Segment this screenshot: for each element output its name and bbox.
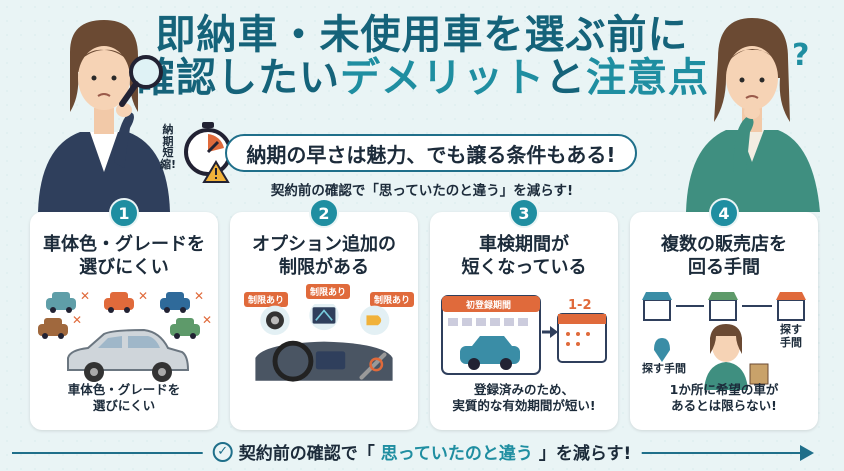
- worried-woman-illustration: [686, 18, 820, 212]
- question-mark: ?: [792, 38, 810, 73]
- card-2: 2 オプション追加の 制限がある 制限あり 制限あり 制限あり: [230, 198, 418, 430]
- card-caption: 車体色・グレードを 選びにくい: [67, 382, 181, 414]
- svg-text:✕: ✕: [72, 313, 82, 327]
- bottom-text-c: 」を減らす!: [538, 444, 632, 464]
- title-line-2: 確認したいデメリットと注意点: [0, 57, 844, 100]
- search-effort-label: 探す手間: [642, 362, 686, 375]
- stopwatch-icon: [184, 122, 232, 183]
- card-title: 複数の販売店を 回る手間: [661, 234, 787, 278]
- dealers-illustration: [642, 292, 806, 390]
- title-line-1: 即納車・未使用車を選ぶ前に: [155, 12, 689, 58]
- title-part-c: と: [545, 55, 586, 102]
- search-effort-label: 探す 手間: [780, 323, 802, 349]
- page-title: 即納車・未使用車を選ぶ前に 確認したいデメリットと注意点: [0, 12, 844, 100]
- restriction-tag: 制限あり: [244, 292, 289, 307]
- title-part-b: デメリット: [340, 55, 545, 102]
- thinking-woman-illustration: [38, 20, 170, 212]
- card-4: 4 複数の販売店を 回る手間 探す手間 探す 手間 1か所に希望の車が あるとは…: [630, 198, 818, 430]
- card-number: 2: [309, 198, 339, 228]
- card-title: 車体色・グレードを 選びにくい: [43, 234, 205, 278]
- car-colors-illustration: ✕ ✕ ✕ ✕ ✕: [38, 292, 212, 382]
- vertical-label: 納期短縮!: [160, 123, 177, 171]
- restriction-tag: 制限あり: [370, 292, 415, 307]
- subline: 契約前の確認で「思っていたのと違う」を減らす!: [270, 183, 574, 199]
- title-part-a: 確認したい: [135, 55, 340, 102]
- check-circle-icon: ✓: [212, 441, 233, 462]
- svg-text:✕: ✕: [202, 313, 212, 327]
- calendar-illustration: [441, 295, 607, 375]
- svg-text:✕: ✕: [194, 292, 204, 303]
- bottom-message: ✓ 契約前の確認で「思っていたのと違う」を減らす!: [202, 439, 642, 464]
- svg-text:✕: ✕: [80, 292, 90, 303]
- dashboard-illustration: [255, 304, 393, 382]
- arrow-right-icon: [800, 445, 814, 461]
- card-caption: 1か所に希望の車が あるとは限らない!: [669, 382, 779, 414]
- card-title: 車検期間が 短くなっている: [461, 234, 587, 278]
- card-number: 1: [109, 198, 139, 228]
- card-caption: 登録済みのため、 実質的な有効期間が短い!: [452, 382, 596, 414]
- svg-text:✕: ✕: [138, 292, 148, 303]
- card-3: 3 車検期間が 短くなっている 初登録期間 1-2 登録済みのため、 実質的な有…: [430, 198, 618, 430]
- card-1: 1 車体色・グレードを 選びにくい ✕ ✕ ✕ ✕ ✕ 車体色・グレードを 選び…: [30, 198, 218, 430]
- bottom-text-b: 思っていたのと違う: [380, 444, 533, 464]
- card-number: 3: [509, 198, 539, 228]
- card-number: 4: [709, 198, 739, 228]
- title-part-d: 注意点: [586, 55, 709, 102]
- restriction-tag: 制限あり: [306, 284, 351, 299]
- banner: 納期の早さは魅力、でも譲る条件もある!: [225, 134, 637, 172]
- calendar-label: 初登録期間: [466, 301, 512, 311]
- card-title: オプション追加の 制限がある: [252, 234, 396, 278]
- range-label: 1-2: [568, 298, 592, 313]
- bottom-text-a: 契約前の確認で「: [238, 444, 375, 464]
